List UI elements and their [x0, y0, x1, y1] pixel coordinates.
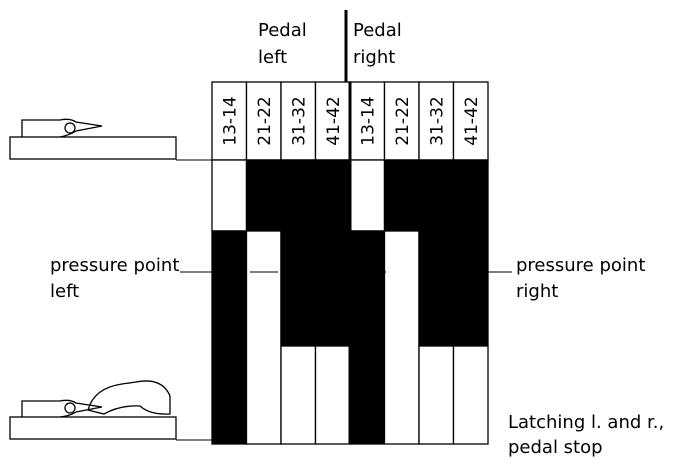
column-label: 31-32	[427, 96, 447, 145]
contact-closed-segment	[211, 230, 248, 445]
pressure-point-right-line1: pressure point	[516, 255, 645, 276]
pedal-released-icon	[9, 118, 177, 160]
pedal-pressed-icon	[9, 380, 177, 440]
contact-column-right-21-22: 21-22	[383, 81, 420, 445]
pressure-point-right-line2: right	[516, 281, 558, 302]
contact-open-segment	[314, 345, 351, 445]
contact-column-left-41-42: 41-42	[314, 81, 351, 445]
pressure-point-left-line1: pressure point	[50, 255, 179, 276]
contact-open-segment	[383, 230, 420, 445]
column-header-cell	[452, 81, 489, 161]
column-label: 31-32	[289, 96, 309, 145]
latching-label-line2: pedal stop	[508, 437, 603, 458]
pedal-right-label-line2: right	[353, 47, 395, 68]
contact-closed-segment	[383, 159, 420, 232]
contact-column-left-31-32: 31-32	[280, 81, 317, 445]
pedal-right-label-line1: Pedal	[353, 20, 402, 41]
column-label: 13-14	[220, 96, 240, 145]
contact-open-segment	[280, 345, 317, 445]
contact-closed-segment	[349, 230, 386, 445]
contact-closed-segment	[314, 159, 351, 347]
column-label: 21-22	[393, 96, 413, 145]
column-header-cell	[245, 81, 282, 161]
pedal-left-label-line2: left	[258, 47, 287, 68]
contact-column-right-31-32: 31-32	[418, 81, 455, 445]
pedal-left-label-line1: Pedal	[258, 20, 307, 41]
contact-closed-segment	[452, 159, 489, 347]
column-header-cell	[280, 81, 317, 161]
contact-closed-segment	[280, 159, 317, 347]
contact-column-left-21-22: 21-22	[245, 81, 282, 445]
contact-column-right-41-42: 41-42	[452, 81, 489, 445]
column-label: 41-42	[462, 96, 482, 145]
column-label: 41-42	[324, 96, 344, 145]
contact-open-segment	[418, 345, 455, 445]
latching-label-line1: Latching l. and r.,	[508, 412, 664, 433]
contact-open-segment	[245, 230, 282, 445]
contact-open-segment	[211, 159, 248, 232]
contact-closed-segment	[418, 159, 455, 347]
pressure-point-left-line2: left	[50, 281, 79, 302]
column-header-cell	[211, 81, 248, 161]
contact-open-segment	[452, 345, 489, 445]
contact-closed-segment	[245, 159, 282, 232]
column-label: 13-14	[358, 96, 378, 145]
contact-column-right-13-14: 13-14	[349, 81, 386, 445]
contact-columns: 13-14 21-22 31-32 41-42 13-14 21-22 31-32 41-42	[211, 81, 489, 445]
contact-column-left-13-14: 13-14	[211, 81, 248, 445]
column-label: 21-22	[255, 96, 275, 145]
contact-open-segment	[349, 159, 386, 232]
